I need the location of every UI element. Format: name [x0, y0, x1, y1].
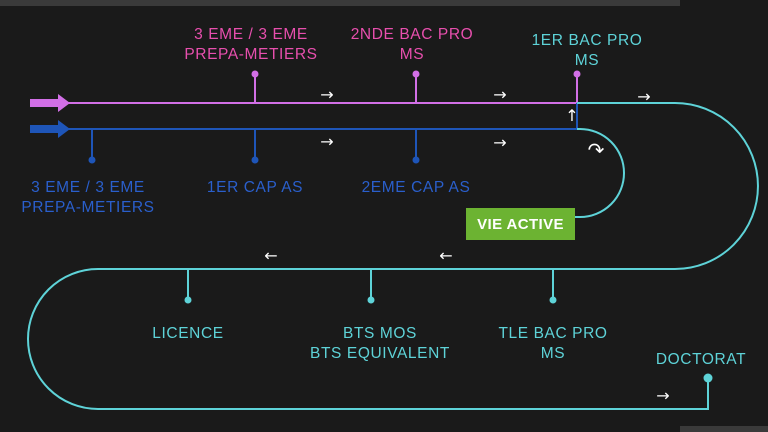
arrow-right-icon: → [493, 85, 507, 104]
vie-active-loop [575, 128, 625, 218]
arrow-up-icon: ↑ [565, 106, 579, 125]
arrow-right-icon: → [320, 85, 334, 104]
label-1er-cap-as: 1ER CAP AS [206, 179, 304, 196]
bottom-edge-bar [680, 426, 768, 432]
top-edge-bar [0, 0, 680, 6]
vie-active-badge: VIE ACTIVE [466, 208, 575, 240]
arrow-left-icon: ← [264, 246, 278, 265]
cyan-stems [184, 269, 713, 383]
label-licence: LICENCE [152, 325, 224, 342]
label-3eme-prepa-metiers-pink: 3 EME / 3 EME PREPA-METIERS [184, 26, 318, 63]
curved-arrow-icon: ↷ [587, 138, 605, 162]
blue-stems [88, 103, 578, 164]
label-2nde-bac-pro: 2NDE BAC PRO MS [350, 26, 474, 63]
label-3eme-prepa-metiers-blue: 3 EME / 3 EME PREPA-METIERS [21, 179, 155, 216]
arrow-right-icon: → [637, 87, 651, 106]
arrow-left-icon: ← [439, 246, 453, 265]
pink-stems [251, 70, 581, 103]
label-doctorat: DOCTORAT [655, 351, 747, 368]
label-bts: BTS MOS BTS EQUIVALENT [310, 325, 450, 362]
blue-start-arrow [30, 120, 70, 138]
label-1er-bac-pro: 1ER BAC PRO MS [531, 32, 643, 69]
arrow-right-icon: → [656, 386, 670, 405]
label-2eme-cap-as: 2EME CAP AS [361, 179, 471, 196]
label-tle-bac-pro: TLE BAC PRO MS [498, 325, 608, 362]
pink-start-arrow [30, 94, 70, 112]
arrow-right-icon: → [493, 133, 507, 152]
arrow-right-icon: → [320, 132, 334, 151]
cyan-track-path [27, 102, 759, 410]
